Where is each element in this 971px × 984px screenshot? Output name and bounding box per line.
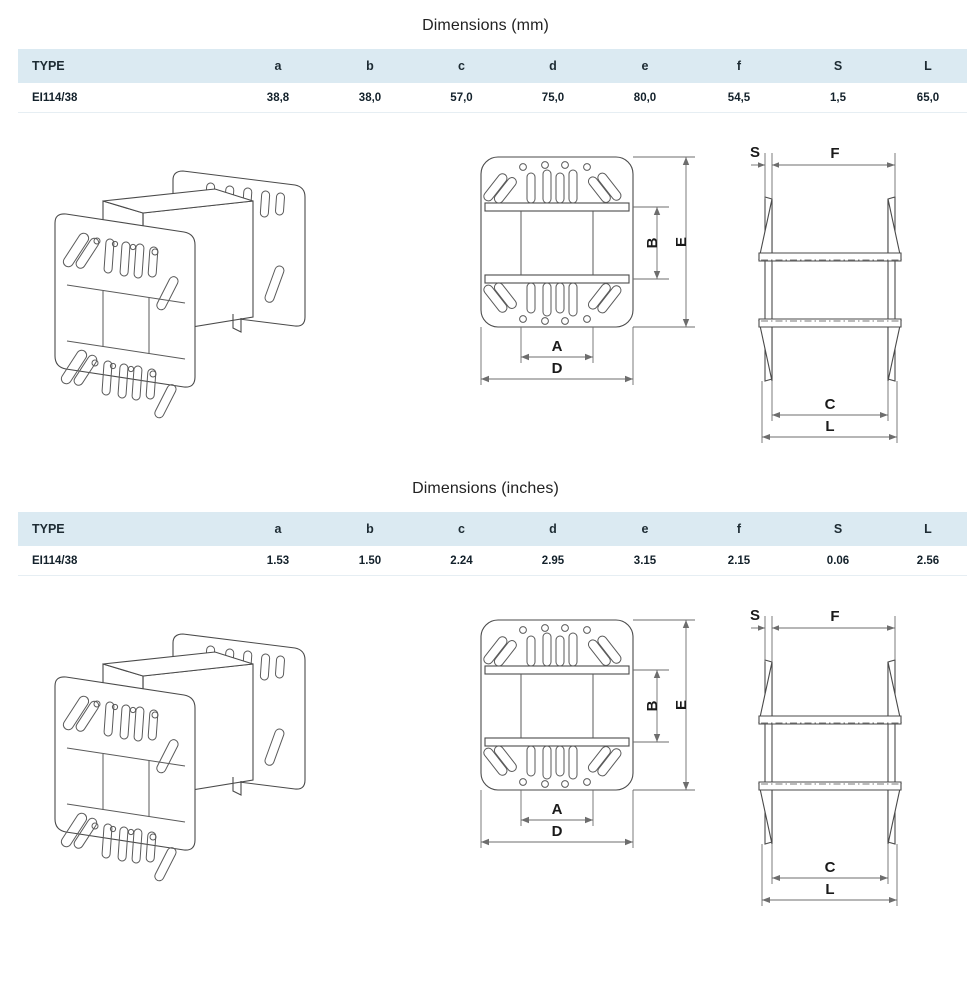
dim-label-b: B: [644, 700, 661, 711]
cell-b: 1.50: [324, 546, 416, 576]
section-inches: Dimensions (inches) TYPE a b c d e f S L…: [0, 465, 971, 928]
cell-s: 0.06: [787, 546, 889, 576]
bobbin-front-view: B E A: [455, 135, 715, 465]
drawings-inches: B E A: [0, 598, 971, 928]
bobbin-isometric-view: [45, 135, 385, 465]
cell-s: 1,5: [787, 83, 889, 113]
bobbin-isometric-view: [45, 598, 385, 928]
cell-d: 2.95: [507, 546, 599, 576]
col-header-e: e: [599, 512, 691, 546]
cell-type: EI114/38: [18, 83, 232, 113]
cell-a: 1.53: [232, 546, 324, 576]
dim-label-l: L: [825, 881, 834, 898]
table-header-row: TYPE a b c d e f S L: [18, 512, 967, 546]
table-head: TYPE a b c d e f S L: [18, 512, 967, 546]
bobbin-side-view: S F C: [725, 135, 965, 465]
table-body: EI114/38 38,8 38,0 57,0 75,0 80,0 54,5 1…: [18, 83, 967, 113]
dim-label-l: L: [825, 418, 834, 435]
table-body: EI114/38 1.53 1.50 2.24 2.95 3.15 2.15 0…: [18, 546, 967, 576]
dim-label-c: C: [825, 859, 836, 876]
dim-label-s: S: [750, 607, 760, 624]
cell-e: 3.15: [599, 546, 691, 576]
table-head: TYPE a b c d e f S L: [18, 49, 967, 83]
cell-type: EI114/38: [18, 546, 232, 576]
cell-f: 54,5: [691, 83, 787, 113]
dimensions-table-mm: TYPE a b c d e f S L EI114/38 38,8 38,0 …: [18, 49, 967, 113]
col-header-c: c: [416, 512, 507, 546]
col-header-f: f: [691, 49, 787, 83]
table-header-row: TYPE a b c d e f S L: [18, 49, 967, 83]
col-header-c: c: [416, 49, 507, 83]
col-header-b: b: [324, 49, 416, 83]
col-header-l: L: [889, 512, 967, 546]
col-header-e: e: [599, 49, 691, 83]
dim-label-f: F: [830, 608, 839, 625]
cell-c: 2.24: [416, 546, 507, 576]
dim-label-c: C: [825, 396, 836, 413]
col-header-f: f: [691, 512, 787, 546]
dim-label-s: S: [750, 144, 760, 161]
col-header-l: L: [889, 49, 967, 83]
section-title-mm: Dimensions (mm): [422, 17, 549, 34]
col-header-type: TYPE: [18, 512, 232, 546]
bobbin-front-view: B E A: [455, 598, 715, 928]
cell-b: 38,0: [324, 83, 416, 113]
col-header-d: d: [507, 512, 599, 546]
dim-label-e: E: [673, 237, 690, 247]
dim-label-b: B: [644, 237, 661, 248]
dim-label-a: A: [552, 338, 563, 355]
bobbin-side-view: S F C: [725, 598, 965, 928]
cell-c: 57,0: [416, 83, 507, 113]
dim-label-d: D: [552, 360, 563, 377]
table-row: EI114/38 1.53 1.50 2.24 2.95 3.15 2.15 0…: [18, 546, 967, 576]
cell-d: 75,0: [507, 83, 599, 113]
col-header-s: S: [787, 512, 889, 546]
cell-a: 38,8: [232, 83, 324, 113]
dimensions-table-inches: TYPE a b c d e f S L EI114/38 1.53 1.50 …: [18, 512, 967, 576]
section-millimeters: Dimensions (mm) TYPE a b c d e f S L EI1…: [0, 0, 971, 465]
col-header-type: TYPE: [18, 49, 232, 83]
col-header-b: b: [324, 512, 416, 546]
cell-e: 80,0: [599, 83, 691, 113]
col-header-s: S: [787, 49, 889, 83]
col-header-a: a: [232, 512, 324, 546]
table-row: EI114/38 38,8 38,0 57,0 75,0 80,0 54,5 1…: [18, 83, 967, 113]
dim-label-f: F: [830, 145, 839, 162]
cell-l: 2.56: [889, 546, 967, 576]
section-title-inches: Dimensions (inches): [412, 480, 559, 497]
cell-f: 2.15: [691, 546, 787, 576]
cell-l: 65,0: [889, 83, 967, 113]
dim-label-d: D: [552, 823, 563, 840]
col-header-d: d: [507, 49, 599, 83]
drawings-mm: B E A: [0, 135, 971, 465]
col-header-a: a: [232, 49, 324, 83]
dim-label-a: A: [552, 801, 563, 818]
dim-label-e: E: [673, 700, 690, 710]
